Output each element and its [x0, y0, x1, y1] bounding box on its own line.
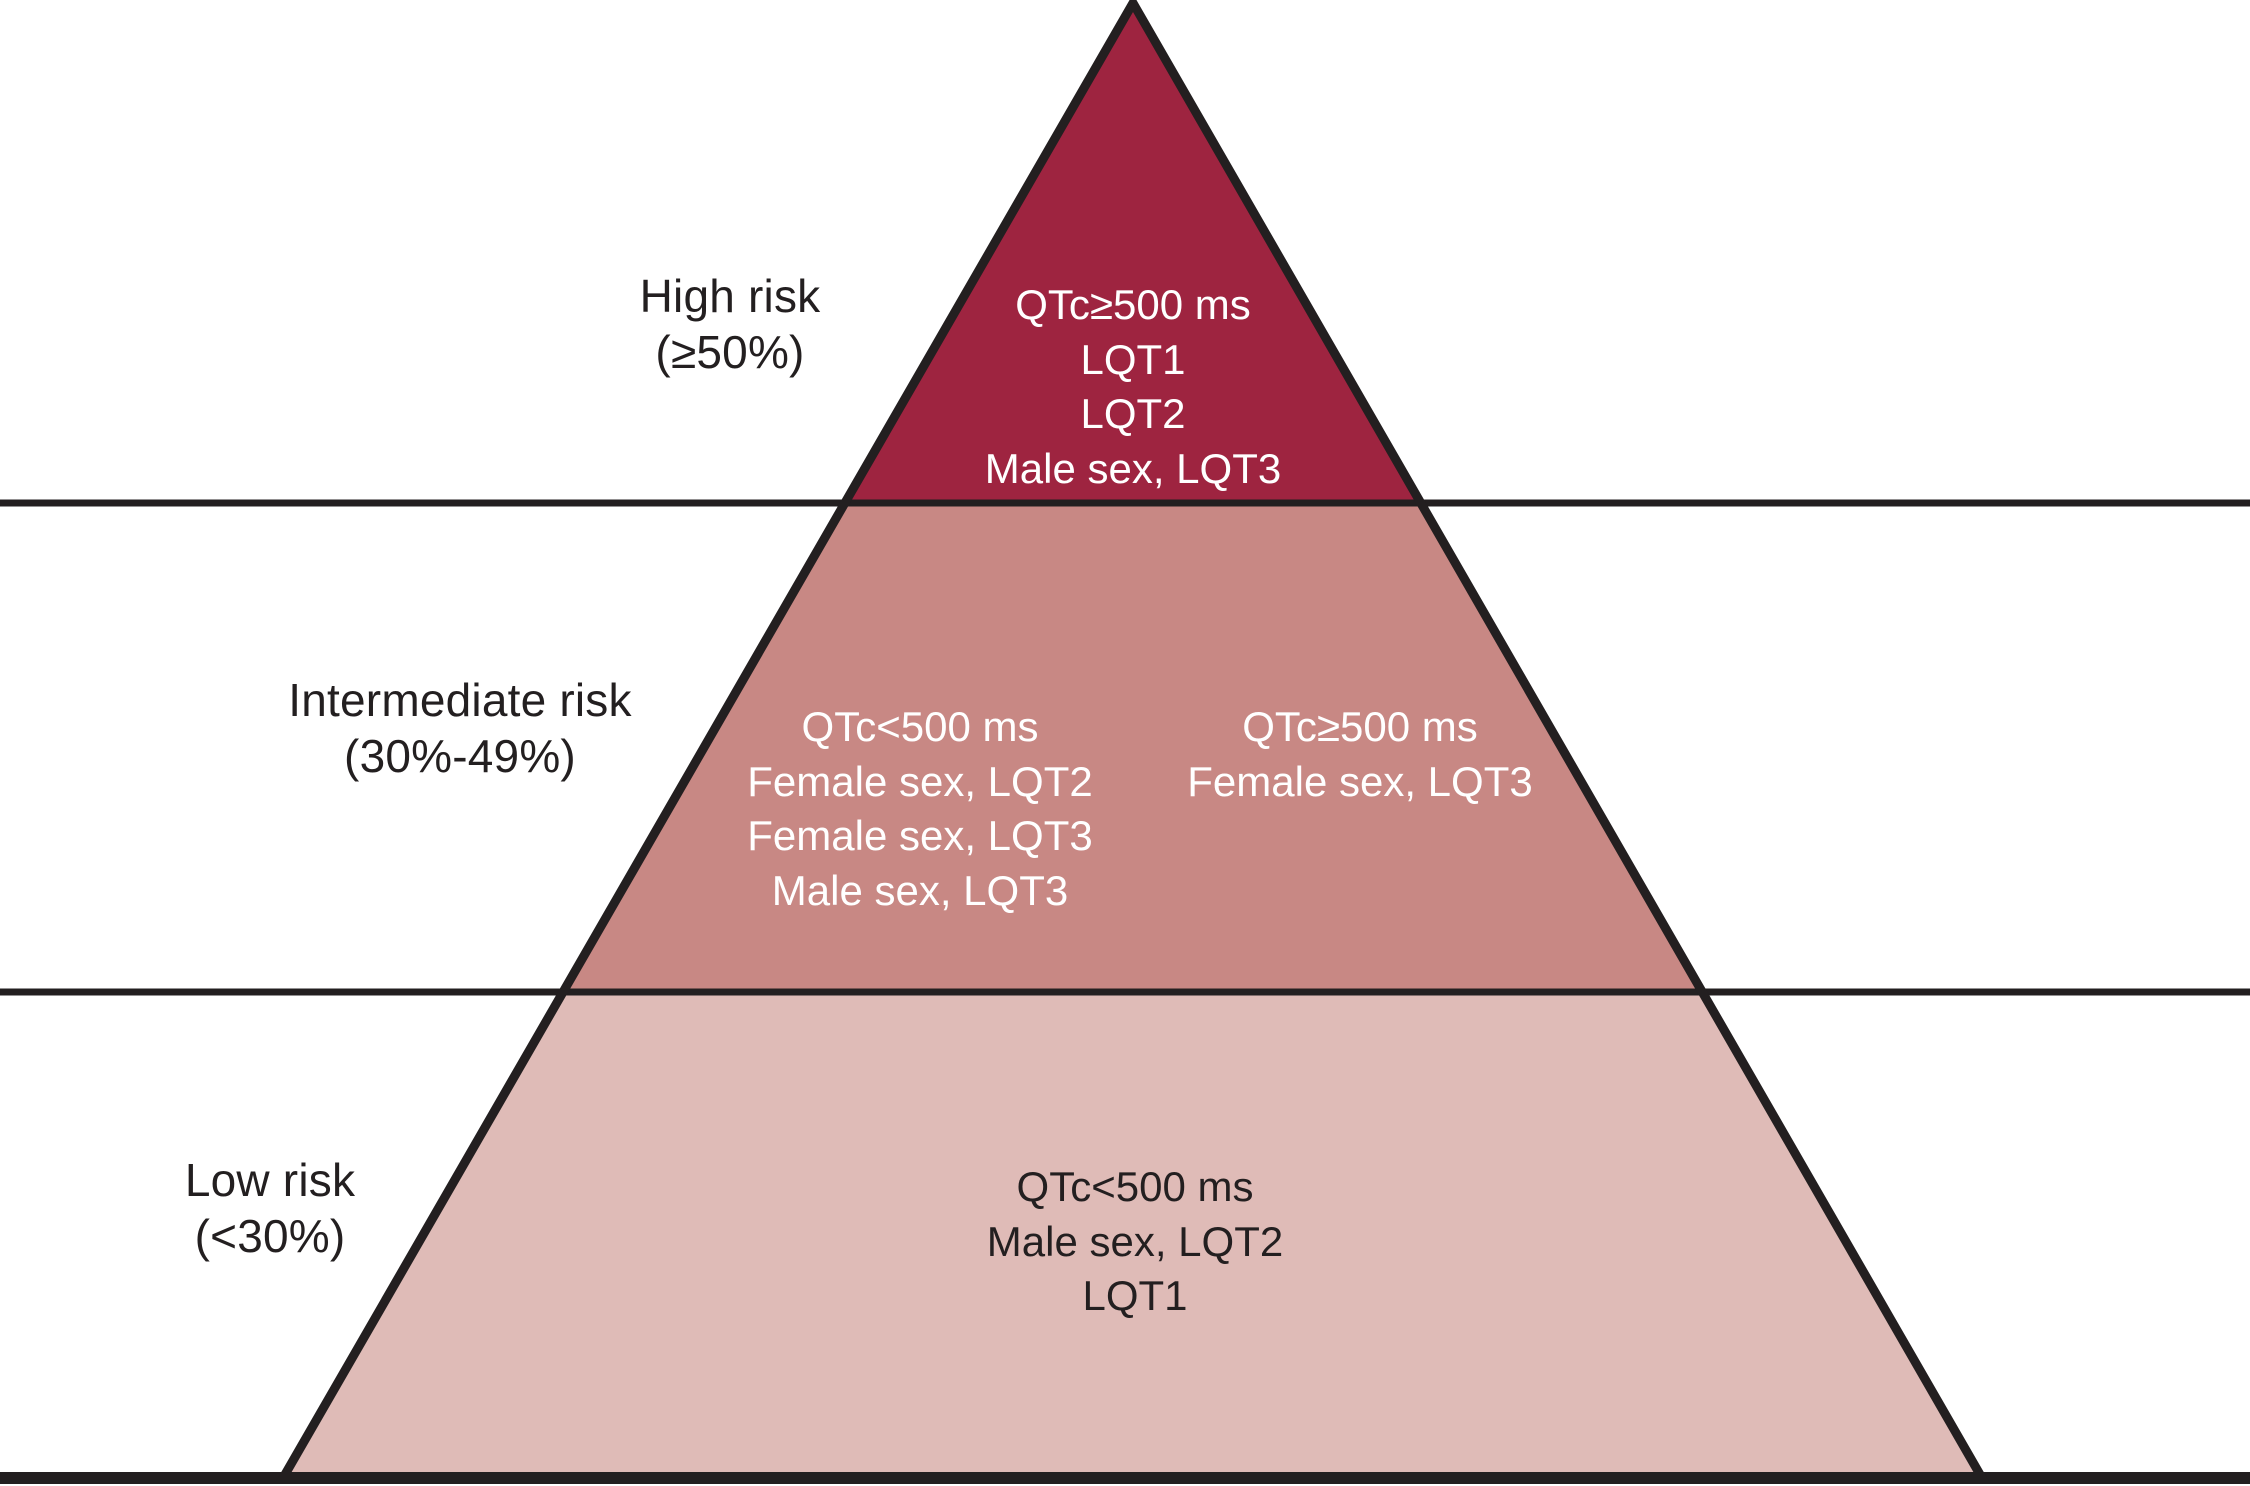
pyramid-outline	[275, 0, 1990, 1483]
tier-label-intermediate-line1: Intermediate risk	[288, 674, 632, 726]
tier-label-intermediate: Intermediate risk (30%-49%)	[240, 672, 680, 784]
pyramid-segment-high	[845, 3, 1422, 503]
tier-label-high-line1: High risk	[639, 270, 821, 322]
tier-content-low-line-2: Male sex, LQT2	[986, 1217, 1284, 1265]
tier-content-intermediate-right-line-1: QTc≥500 ms	[1242, 703, 1478, 750]
tier-label-low-line1: Low risk	[184, 1154, 356, 1206]
tier-content-intermediate-left-line-2: Female sex, LQT2	[747, 757, 1093, 805]
pyramid-segment-low	[283, 992, 1982, 1478]
tier-content-high-line-4: Male sex, LQT3	[984, 444, 1282, 492]
tier-content-intermediate-left-line-3: Female sex, LQT3	[747, 812, 1093, 860]
tier-content-low-line-1: QTc<500 ms	[1016, 1163, 1254, 1210]
tier-label-intermediate-line2: (30%-49%)	[344, 730, 576, 783]
tier-content-high-line-3: LQT2	[1080, 390, 1186, 438]
tier-content-low: QTc<500 ms Male sex, LQT2 LQT1	[930, 1160, 1340, 1324]
tier-content-high-line-2: LQT1	[1080, 335, 1186, 383]
tier-label-high-line2: (≥50%)	[655, 326, 805, 379]
tier-content-intermediate-left-line-4: Male sex, LQT3	[771, 866, 1069, 914]
tier-content-intermediate-left-line-1: QTc<500 ms	[801, 703, 1039, 750]
tier-label-high: High risk (≥50%)	[560, 268, 900, 380]
pyramid-segment-intermediate	[562, 503, 1704, 992]
tier-content-intermediate-right-line-2: Female sex, LQT3	[1187, 757, 1533, 805]
tier-content-high: QTc≥500 ms LQT1 LQT2 Male sex, LQT3	[933, 278, 1333, 496]
tier-content-intermediate-right: QTc≥500 ms Female sex, LQT3	[1160, 700, 1560, 809]
tier-label-low-line2: (<30%)	[194, 1210, 346, 1263]
tier-content-high-line-1: QTc≥500 ms	[1015, 281, 1251, 328]
tier-content-intermediate-left: QTc<500 ms Female sex, LQT2 Female sex, …	[705, 700, 1135, 918]
tier-label-low: Low risk (<30%)	[110, 1152, 430, 1264]
tier-content-low-line-3: LQT1	[1082, 1272, 1188, 1320]
